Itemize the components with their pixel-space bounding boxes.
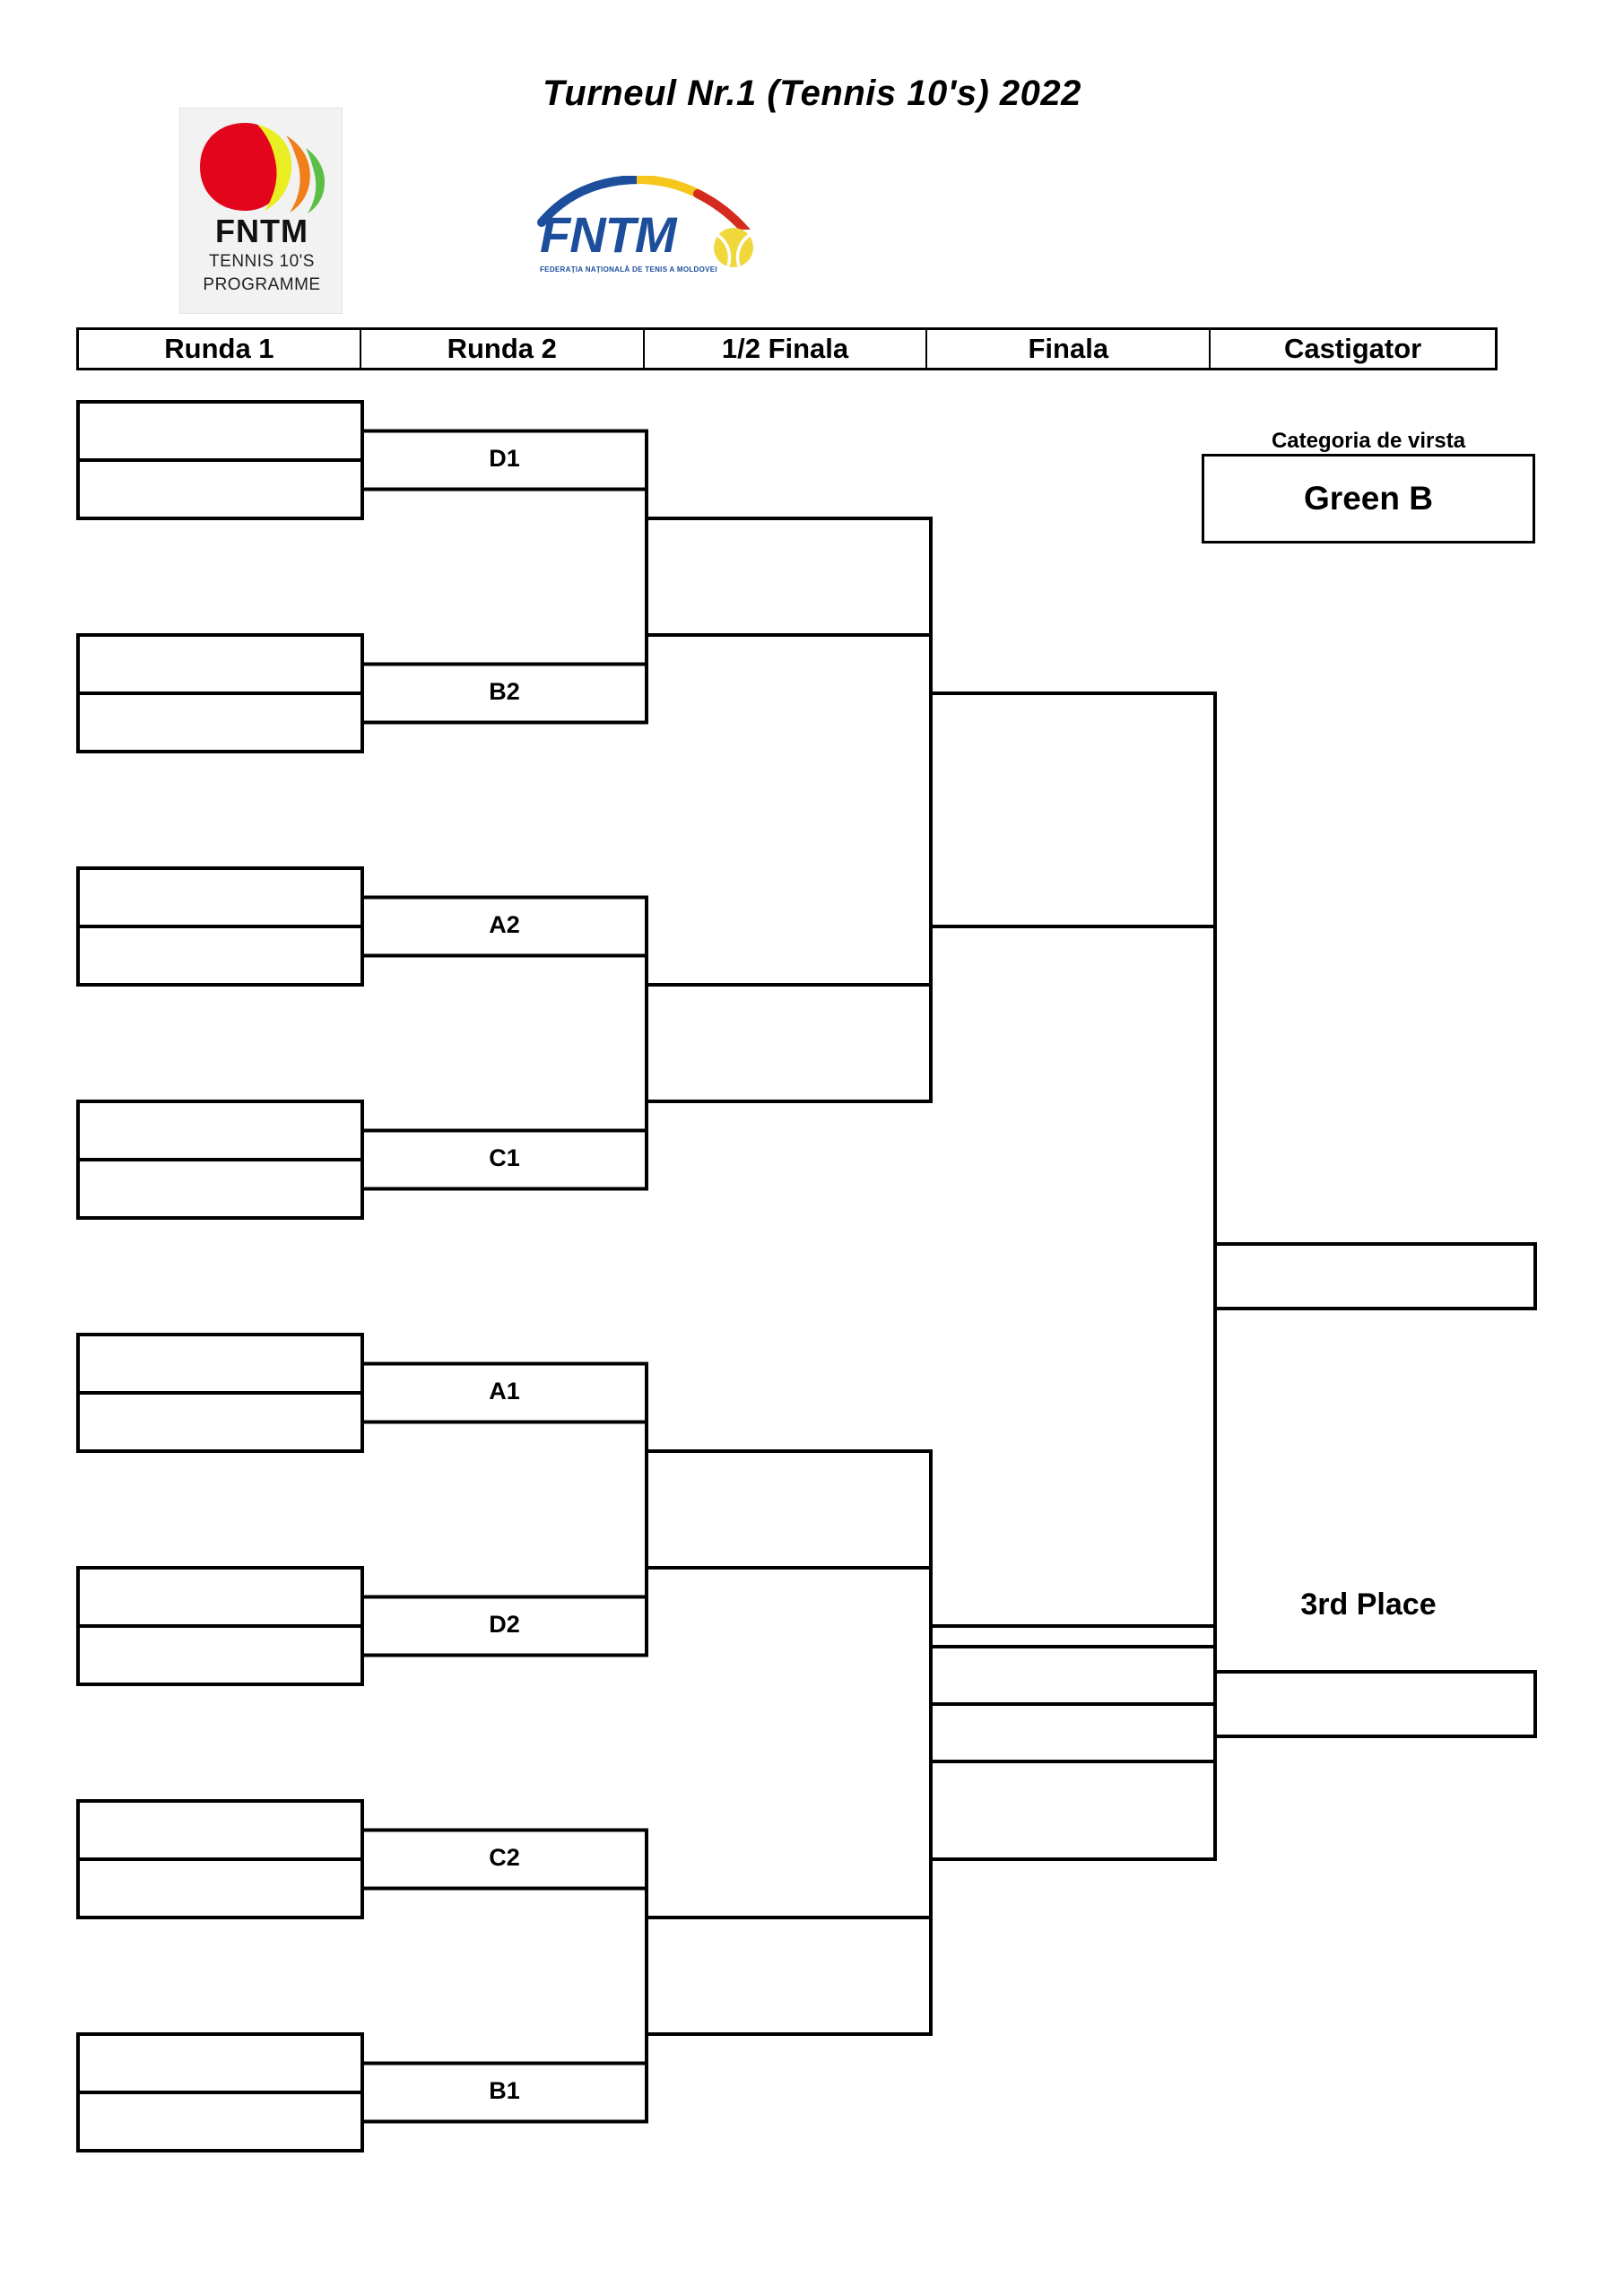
column-header-final: Finala — [927, 330, 1211, 368]
round2-slot-2[interactable] — [360, 662, 648, 725]
round1-slot-14[interactable] — [76, 1857, 364, 1919]
category-value-box[interactable]: Green B — [1202, 454, 1535, 544]
semifinal-slot-2[interactable] — [645, 983, 933, 1103]
round1-slot-3[interactable] — [76, 633, 364, 695]
tennis-ball-icon — [714, 228, 753, 267]
column-header-semifinal: 1/2 Finala — [645, 330, 928, 368]
round1-slot-12[interactable] — [76, 1624, 364, 1686]
round2-label-b1: B1 — [489, 2077, 520, 2104]
round1-slot-7[interactable] — [76, 1100, 364, 1161]
round1-slot-11[interactable] — [76, 1566, 364, 1628]
round1-slot-10[interactable] — [76, 1391, 364, 1453]
round1-slot-15[interactable] — [76, 2032, 364, 2094]
page-title: Turneul Nr.1 (Tennis 10's) 2022 — [543, 74, 1081, 113]
moldova-arc-icon — [537, 176, 751, 230]
tennis10s-line1: TENNIS 10'S — [209, 252, 315, 271]
final-slot-1[interactable] — [929, 691, 1217, 928]
champion-slot[interactable] — [1213, 1242, 1537, 1310]
third-place-slot-2[interactable] — [929, 1702, 1217, 1763]
round-header-row: Runda 1 Runda 2 1/2 Finala Finala Castig… — [76, 327, 1498, 370]
round2-label-d2: D2 — [489, 1611, 520, 1638]
federation-wordmark: FNTM — [540, 206, 677, 263]
third-place-slot-1[interactable] — [929, 1645, 1217, 1706]
round2-label-a1: A1 — [489, 1378, 520, 1405]
column-header-runda-2: Runda 2 — [361, 330, 645, 368]
round2-label-d1: D1 — [489, 445, 520, 472]
third-place-winner-slot[interactable] — [1213, 1670, 1537, 1738]
round1-slot-6[interactable] — [76, 925, 364, 987]
tennis10s-mark-icon — [200, 123, 326, 213]
round2-label-c1: C1 — [489, 1144, 520, 1171]
column-header-runda-1: Runda 1 — [79, 330, 361, 368]
federation-subtitle: FEDERAȚIA NAȚIONALĂ DE TENIS A MOLDOVEI — [540, 265, 717, 274]
round1-slot-16[interactable] — [76, 2091, 364, 2152]
round2-slot-3[interactable] — [360, 895, 648, 958]
round1-slot-13[interactable] — [76, 1799, 364, 1861]
round2-label-a2: A2 — [489, 911, 520, 938]
third-place-label: 3rd Place — [1300, 1587, 1437, 1622]
round2-slot-5[interactable] — [360, 1361, 648, 1424]
semifinal-slot-4[interactable] — [645, 1916, 933, 2036]
round1-slot-8[interactable] — [76, 1158, 364, 1220]
round2-slot-8[interactable] — [360, 2061, 648, 2124]
semifinal-slot-3[interactable] — [645, 1449, 933, 1570]
round2-label-c2: C2 — [489, 1844, 520, 1871]
tennis10s-line2: PROGRAMME — [203, 275, 321, 294]
semifinal-slot-1[interactable] — [645, 517, 933, 637]
round1-slot-5[interactable] — [76, 866, 364, 928]
fntm-federation-logo: FNTM FEDERAȚIA NAȚIONALĂ DE TENIS A MOLD… — [534, 176, 775, 282]
category-label: Categoria de virsta — [1271, 429, 1466, 453]
fntm-tennis10s-logo: FNTM TENNIS 10'S PROGRAMME — [179, 108, 343, 314]
column-header-winner: Castigator — [1283, 333, 1422, 364]
round2-slot-4[interactable] — [360, 1128, 648, 1191]
round2-label-b2: B2 — [489, 678, 520, 705]
round1-slot-9[interactable] — [76, 1333, 364, 1395]
tennis10s-wordmark: FNTM — [215, 213, 308, 249]
round2-slot-1[interactable] — [360, 429, 648, 491]
round1-slot-1[interactable] — [76, 400, 364, 462]
round1-slot-2[interactable] — [76, 458, 364, 520]
round1-slot-4[interactable] — [76, 691, 364, 753]
